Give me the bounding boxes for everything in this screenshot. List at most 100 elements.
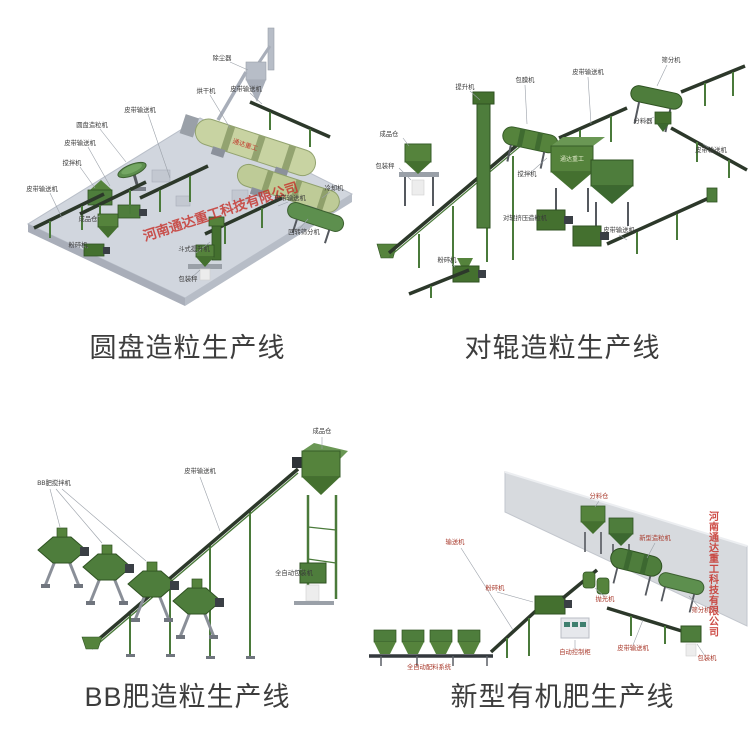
granulator <box>610 547 663 596</box>
rotary-screener <box>658 572 705 613</box>
machine-label: 分料仓 <box>590 491 610 500</box>
machine-label: 抛光机 <box>596 594 616 603</box>
machine-label: 搅拌机 <box>63 158 83 167</box>
machine-label: 新型造粒机 <box>639 533 671 542</box>
product-card-organic-line[interactable]: 河南通达重工科技有限公司 <box>369 375 750 750</box>
bagging-machine <box>680 625 702 657</box>
machine-label: 筛分机 <box>692 605 712 614</box>
batching-system <box>369 629 493 666</box>
bagging-scale <box>188 244 222 281</box>
machine-label: 皮带输送机 <box>572 67 604 76</box>
machine-label: 包装秤 <box>179 274 199 283</box>
concrete-blocks <box>151 169 249 207</box>
machine-label: 皮带输送机 <box>617 643 649 652</box>
product-silo <box>301 443 348 599</box>
machine-label: 包膜机 <box>516 75 536 84</box>
bagging-machine <box>294 562 334 605</box>
bb-mixer <box>81 543 136 607</box>
product-card-disc-line[interactable]: 通达重工 <box>0 0 375 375</box>
bagging-scale <box>399 143 439 206</box>
machine-labels: BB肥搅拌机 皮带输送机 成品仓 全自动包装机 <box>37 426 332 577</box>
coating-machine <box>502 126 559 169</box>
machine-label: BB肥搅拌机 <box>37 478 71 487</box>
bb-mixer <box>126 560 181 624</box>
machine-label: 自动控制柜 <box>559 647 590 656</box>
machine-label: 包装秤 <box>376 161 396 170</box>
polishing-machine <box>582 571 610 595</box>
machine-label: 全自动包装机 <box>275 568 313 577</box>
rotary-dryer: 通达重工 <box>179 114 317 179</box>
machine-label: 皮带输送机 <box>230 84 262 93</box>
machine-label: 全自动配料系统 <box>407 662 452 671</box>
label-leader-lines <box>460 500 706 657</box>
bb-line-illustration: BB肥搅拌机 皮带输送机 成品仓 全自动包装机 <box>36 426 348 659</box>
cyclone-dust-collector <box>216 45 272 121</box>
belt-conveyor <box>489 606 541 658</box>
machine-label: 皮带输送机 <box>695 145 727 154</box>
caption-disc-line: 圆盘造粒生产线 <box>89 333 286 363</box>
belt-conveyor <box>376 138 525 268</box>
machine-label: 分料器 <box>634 116 654 125</box>
product-card-bb-line[interactable]: BB肥搅拌机 皮带输送机 成品仓 全自动包装机 BB肥造粒生产线 <box>0 375 375 750</box>
watermark-text: 河南通达重工科技有限公司 <box>709 511 720 639</box>
caption-organic-line: 新型有机肥生产线 <box>450 682 675 712</box>
machine-label: 皮带输送机 <box>124 105 156 114</box>
machine-label: 粉碎机 <box>486 583 506 592</box>
disc-line-illustration: 通达重工 <box>26 27 354 306</box>
belt-conveyor <box>606 187 718 254</box>
machine-label: 冷却机 <box>325 183 345 192</box>
machine-labels: 分料仓 输送机 粉碎机 新型造粒机 抛光机 筛分机 皮带输送机 自动控制柜 包装… <box>407 491 717 671</box>
bucket-elevator <box>472 91 495 229</box>
machine-label: 搅拌机 <box>518 169 538 178</box>
machine-labels: 除尘器 烘干机 皮带输送机 圆盘造粒机 皮带输送机 搅拌机 皮带输送机 成品仓 … <box>26 53 344 283</box>
rotary-screener <box>630 85 683 133</box>
caption-roller-line: 对辊造粒生产线 <box>464 333 661 363</box>
machine-label: 成品仓 <box>79 214 99 223</box>
bucket-elevator <box>208 216 225 261</box>
roller-line-illustration: 通达重工 <box>376 55 748 298</box>
machine-label: 圆盘造粒机 <box>76 120 108 129</box>
machine-label: 包装机 <box>698 653 718 662</box>
machine-label: 回转筛分机 <box>288 227 320 236</box>
machine-label: 成品仓 <box>380 129 400 138</box>
storage-hopper <box>590 159 634 226</box>
machine-label: 皮带输送机 <box>64 138 96 147</box>
rotary-screener <box>287 201 345 244</box>
machine-label: 对辊挤压造粒机 <box>503 213 548 222</box>
belt-conveyor <box>670 126 748 178</box>
storage-hopper: 通达重工 <box>550 137 605 212</box>
belt-conveyor <box>81 457 309 659</box>
bb-mixer <box>36 526 91 590</box>
belt-conveyor <box>408 268 470 298</box>
machine-label: 筛分机 <box>662 55 682 64</box>
caption-bb-line: BB肥造粒生产线 <box>84 682 291 712</box>
belt-conveyor <box>606 606 686 644</box>
organic-line-illustration: 河南通达重工科技有限公司 <box>369 471 748 671</box>
roller-granulator <box>536 209 609 247</box>
machine-label: 皮带输送机 <box>603 225 635 234</box>
machine-label: 粉碎机 <box>69 240 89 249</box>
machine-label: 斗式提升机 <box>178 244 210 253</box>
machine-label: 除尘器 <box>213 53 233 62</box>
machine-label: 提升机 <box>456 82 476 91</box>
machine-label: 成品仓 <box>313 426 333 435</box>
label-leader-lines <box>398 64 710 268</box>
crusher <box>83 243 110 257</box>
distributor <box>654 111 672 132</box>
crusher <box>452 258 486 283</box>
machine-labels: 提升机 包膜机 皮带输送机 筛分机 分料器 皮带输送机 成品仓 包装秤 搅拌机 … <box>376 55 728 264</box>
machine-label: 粉碎机 <box>438 255 458 264</box>
machine-label: 皮带输送机 <box>274 193 306 202</box>
product-card-roller-line[interactable]: 通达重工 <box>375 0 750 375</box>
control-cabinet <box>560 617 590 639</box>
machine-label: 烘干机 <box>197 86 217 95</box>
bb-mixer <box>171 577 226 641</box>
label-leader-lines <box>49 437 323 572</box>
product-silo <box>97 213 119 238</box>
brand-text: 通达重工 <box>560 155 584 163</box>
label-leader-lines <box>49 61 331 280</box>
belt-conveyor <box>680 64 746 106</box>
machine-label: 输送机 <box>446 537 466 546</box>
machine-label: 皮带输送机 <box>184 466 216 475</box>
